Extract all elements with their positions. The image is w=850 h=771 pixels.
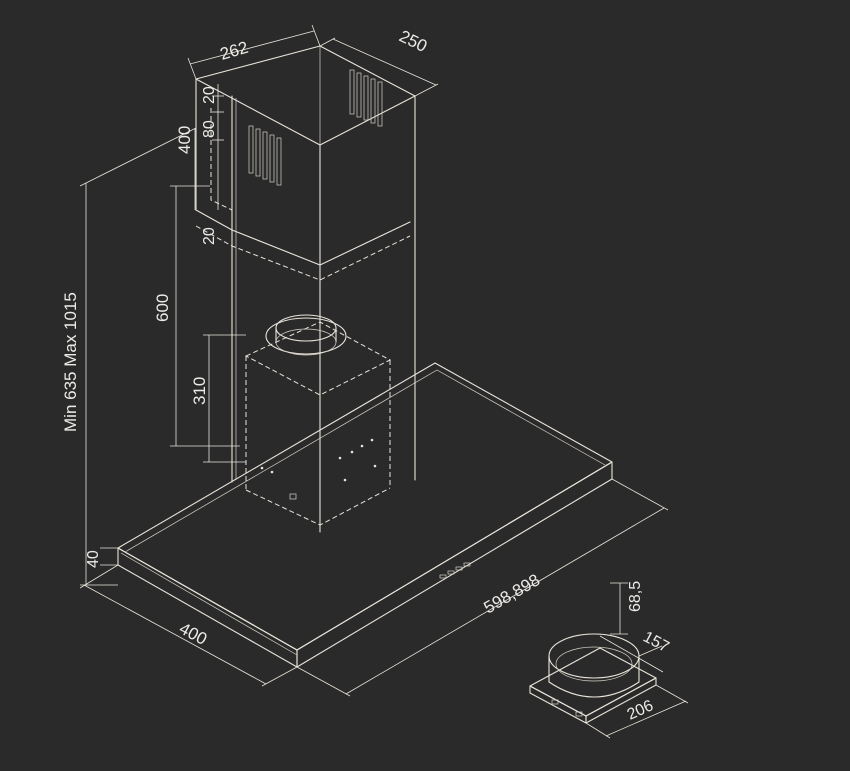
dim-400-depth: 400	[176, 619, 210, 649]
dim-20-overlap: 20	[201, 227, 218, 245]
dim-310: 310	[190, 377, 209, 405]
vent-right	[349, 69, 383, 127]
dim-250: 250	[396, 27, 430, 57]
dim-40: 40	[85, 550, 102, 568]
dim-80: 80	[201, 120, 218, 138]
motor-box	[244, 314, 392, 526]
dim-206: 206	[625, 697, 656, 723]
dimension-lines	[79, 24, 669, 697]
dim-157: 157	[640, 629, 672, 657]
dim-600: 600	[153, 294, 172, 322]
control-panel	[439, 562, 471, 579]
dim-20-top: 20	[201, 86, 218, 104]
dim-68-5: 68,5	[627, 581, 644, 612]
dim-262: 262	[218, 38, 251, 64]
vent-left	[248, 125, 282, 186]
dim-total-height: Min 635 Max 1015	[61, 292, 80, 432]
chimney	[195, 45, 416, 533]
dim-598-898: 598,898	[481, 570, 544, 617]
dim-400-upper: 400	[175, 126, 194, 154]
flange-adapter	[529, 582, 689, 739]
